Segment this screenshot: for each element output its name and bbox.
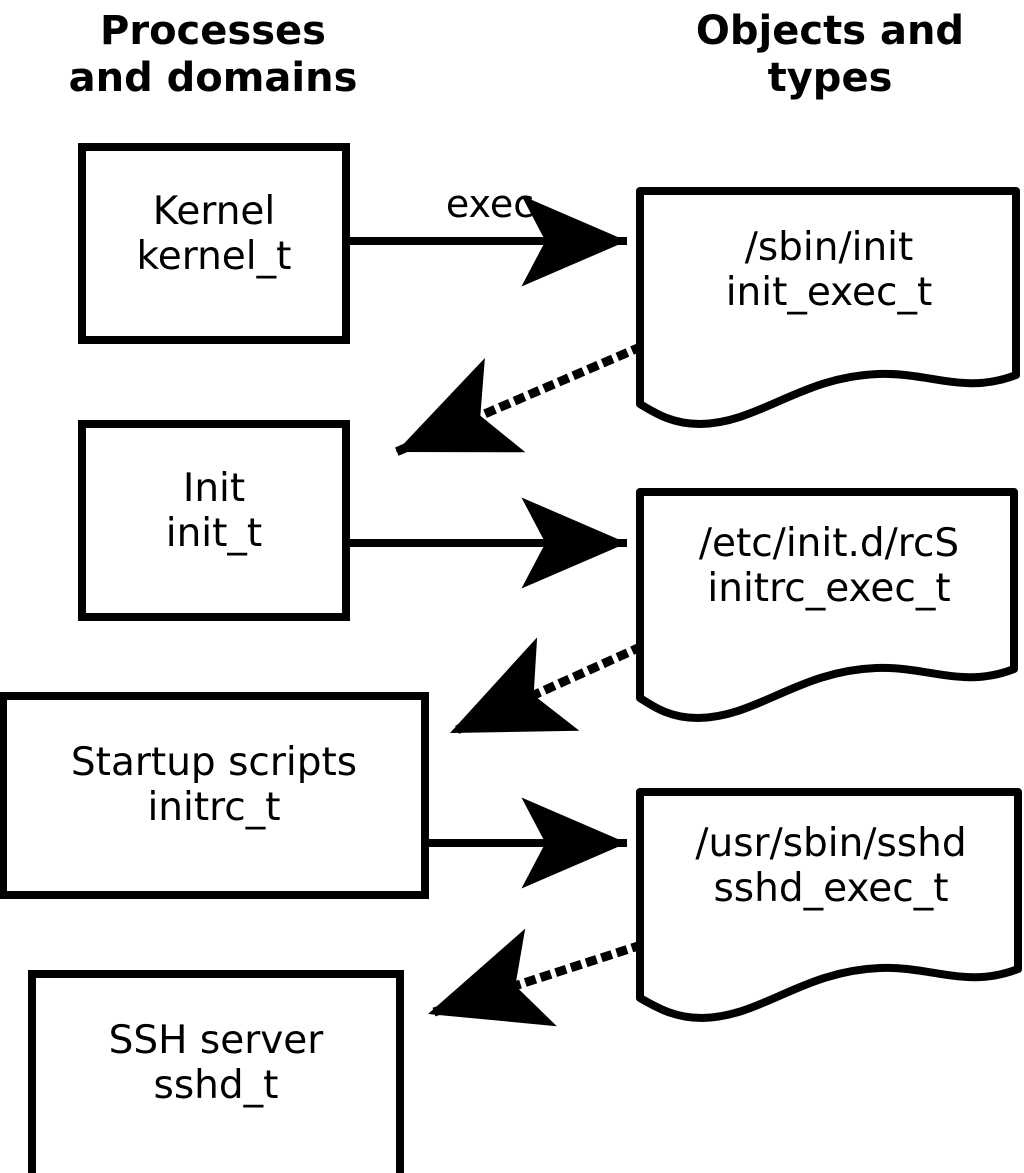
node-kernel-shape [78, 143, 350, 344]
node-init-exec-shape [636, 187, 1020, 428]
node-initrc-shape [0, 692, 429, 899]
node-sshd-shape [28, 970, 404, 1173]
node-label-initrc-exec: /etc/init.d/rcS initrc_exec_t [698, 521, 960, 612]
node-label-sshd: SSH server sshd_t [108, 1018, 324, 1109]
node-label-init: Init init_t [165, 466, 263, 557]
node-initrc-exec-shape [636, 488, 1018, 722]
node-label-kernel: Kernel kernel_t [136, 189, 292, 280]
column-header-processes: Processes and domains [68, 8, 358, 102]
node-sshd-exec-shape [636, 788, 1022, 1022]
node-init-shape [78, 420, 350, 621]
edge-initrc-transition-line [444, 637, 644, 739]
edge-sshd-transition-line [422, 928, 644, 1027]
node-label-init-exec: /sbin/init init_exec_t [725, 225, 933, 316]
edge-init-transition-line [390, 342, 644, 458]
node-label-sshd-exec: /usr/sbin/sshd sshd_exec_t [695, 821, 967, 912]
column-header-objects: Objects and types [695, 8, 965, 102]
node-label-initrc: Startup scripts initrc_t [70, 740, 358, 831]
edge-label-exec: exec [445, 182, 535, 226]
